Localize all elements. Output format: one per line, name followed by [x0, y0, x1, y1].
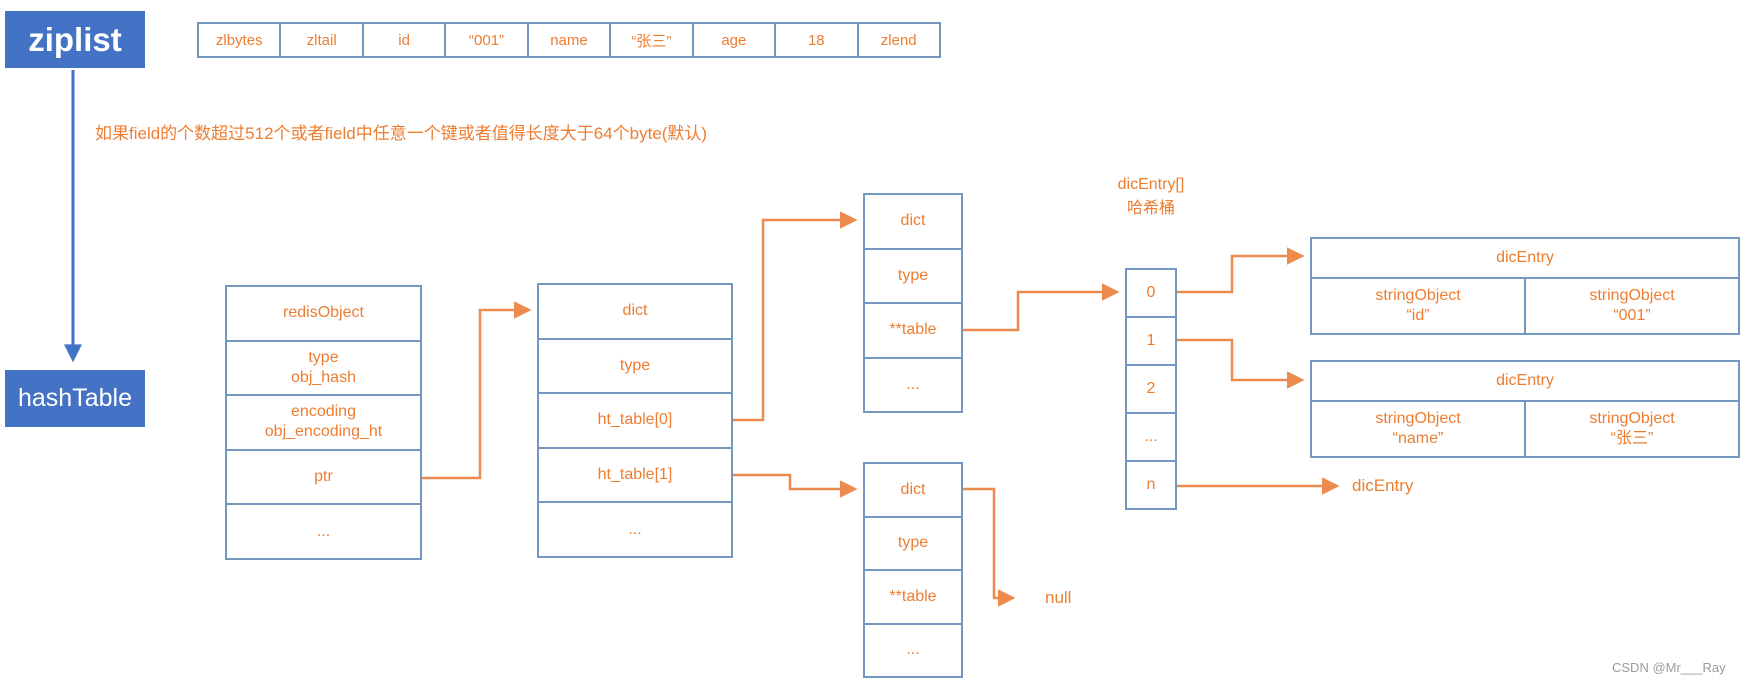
arrow-ptr-to-dict: [422, 301, 532, 480]
dict-main-table: dict type ht_table[0] ht_table[1] ...: [537, 283, 733, 558]
dict-bottom-row-title: dict: [863, 462, 963, 518]
ziplist-cell-zltail: zltail: [279, 22, 364, 58]
dict-top-row-ellipsis: ...: [863, 356, 963, 413]
bucket-cell-n: n: [1125, 460, 1177, 510]
bucket-cell-1: 1: [1125, 316, 1177, 366]
dic-entry-2-header: dicEntry: [1310, 360, 1740, 402]
dict-main-row-type: type: [537, 337, 733, 395]
arrow-dict-bottom-to-null: [963, 487, 1016, 607]
arrow-bucket0-to-dicentry1: [1177, 247, 1305, 294]
ziplist-cell-id-value: “001”: [444, 22, 529, 58]
redis-object-row-ellipsis: ...: [225, 503, 422, 560]
hashtable-box-label: hashTable: [18, 384, 132, 412]
dic-entry-1-key: stringObject “id”: [1310, 277, 1526, 335]
dict-top-row-table: **table: [863, 302, 963, 359]
dict-bottom-row-table: **table: [863, 569, 963, 625]
dic-entry-2-body: stringObject “name” stringObject “张三”: [1310, 400, 1740, 458]
ziplist-cell-id: id: [361, 22, 447, 58]
bucket-cell-0: 0: [1125, 268, 1177, 318]
dict-main-row-ellipsis: ...: [537, 501, 733, 558]
dict-main-row-httable0: ht_table[0]: [537, 392, 733, 449]
ziplist-cell-age-value: 18: [774, 22, 859, 58]
dic-entry-table-2: dicEntry stringObject “name” stringObjec…: [1310, 360, 1740, 458]
ziplist-cell-zlbytes: zlbytes: [197, 22, 282, 58]
bucket-title-line2: 哈希桶: [1126, 200, 1175, 217]
redis-object-row-ptr: ptr: [225, 448, 422, 506]
ziplist-row: zlbytes zltail id “001” name “张三” age 18…: [197, 22, 941, 58]
watermark: CSDN @Mr___Ray: [1612, 660, 1726, 675]
dict-main-row-httable1: ht_table[1]: [537, 446, 733, 504]
dicentry-pointer-label: dicEntry: [1352, 476, 1414, 495]
dict-bottom-row-ellipsis: ...: [863, 622, 963, 678]
arrow-httable0-to-dict-top: [733, 211, 858, 422]
bucket-title: dicEntry[] 哈希桶: [1085, 173, 1217, 221]
dict-top-row-type: type: [863, 247, 963, 304]
conversion-condition-text: 如果field的个数超过512个或者field中任意一个键或者值得长度大于64个…: [95, 124, 708, 143]
ziplist-box: ziplist: [5, 11, 145, 68]
dict-main-row-title: dict: [537, 283, 733, 340]
bucket-cell-2: 2: [1125, 364, 1177, 414]
dic-entry-1-header: dicEntry: [1310, 237, 1740, 279]
hash-bucket-array: 0 1 2 ... n: [1125, 268, 1177, 510]
dict-top-table: dict type **table ...: [863, 193, 963, 413]
null-label: null: [1045, 588, 1072, 607]
arrow-bucket1-to-dicentry2: [1177, 338, 1305, 389]
ziplist-cell-name-value: “张三”: [609, 22, 694, 58]
dic-entry-2-value: stringObject “张三”: [1524, 400, 1740, 458]
redis-object-row-type: type obj_hash: [225, 339, 422, 397]
bucket-cell-ellipsis: ...: [1125, 412, 1177, 462]
redis-object-row-encoding: encoding obj_encoding_ht: [225, 394, 422, 451]
redis-object-row-title: redisObject: [225, 285, 422, 342]
dict-top-row-title: dict: [863, 193, 963, 250]
dict-bottom-row-type: type: [863, 515, 963, 571]
redis-object-table: redisObject type obj_hash encoding obj_e…: [225, 285, 422, 560]
dic-entry-1-value: stringObject “001”: [1524, 277, 1740, 335]
ziplist-cell-name: name: [526, 22, 612, 58]
hashtable-box: hashTable: [5, 370, 145, 427]
ziplist-box-label: ziplist: [28, 20, 122, 58]
dic-entry-2-key: stringObject “name”: [1310, 400, 1526, 458]
bucket-title-line1: dicEntry[]: [1117, 176, 1185, 193]
arrow-httable1-to-dict-bottom: [733, 473, 858, 498]
dict-bottom-table: dict type **table ...: [863, 462, 963, 678]
ziplist-cell-age: age: [691, 22, 777, 58]
arrow-table-to-bucket: [963, 283, 1120, 332]
dic-entry-table-1: dicEntry stringObject “id” stringObject …: [1310, 237, 1740, 335]
ziplist-cell-zlend: zlend: [856, 22, 941, 58]
dic-entry-1-body: stringObject “id” stringObject “001”: [1310, 277, 1740, 335]
